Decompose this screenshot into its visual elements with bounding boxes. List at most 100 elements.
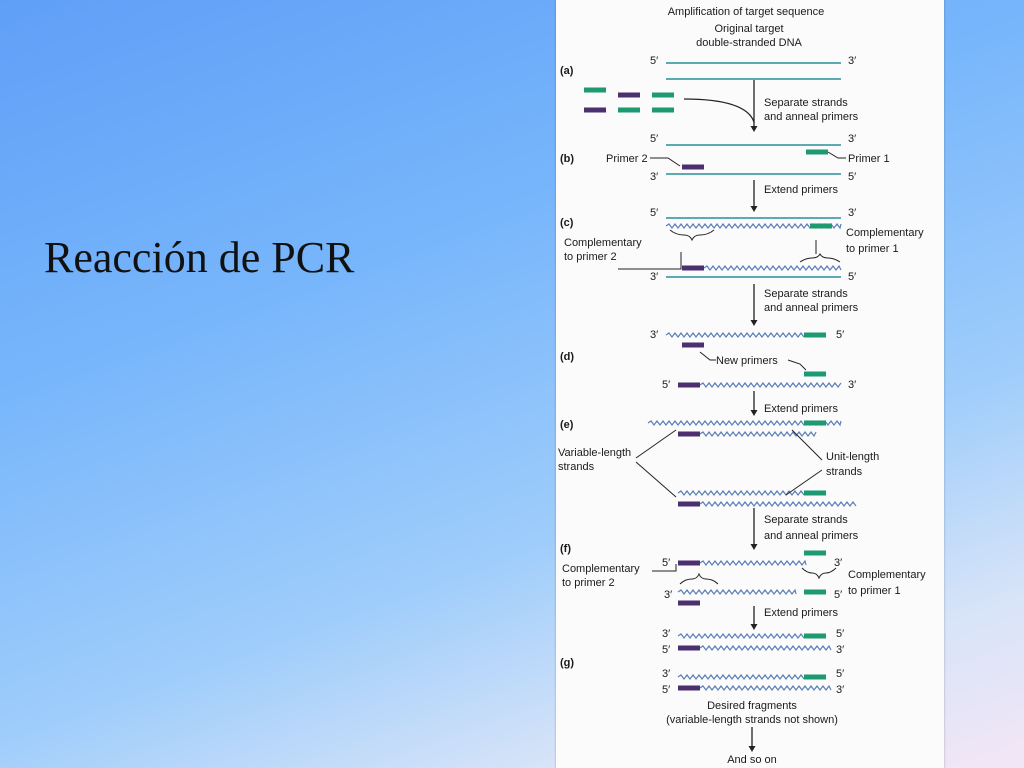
primer-1-block bbox=[804, 589, 826, 595]
end-label: 5′ bbox=[836, 329, 844, 341]
comp-primer2-label-2: to primer 2 bbox=[562, 577, 615, 589]
leader-line bbox=[652, 564, 677, 572]
primer-2-block bbox=[682, 265, 704, 271]
brace bbox=[669, 229, 715, 242]
action-extend: Extend primers bbox=[764, 403, 838, 415]
end-label: 3′ bbox=[848, 133, 856, 145]
end-label: 5′ bbox=[834, 589, 842, 601]
primer-2-block bbox=[682, 342, 704, 348]
comp-primer2-label-2: to primer 2 bbox=[564, 251, 617, 263]
new-strand bbox=[699, 382, 842, 388]
primer-1-block bbox=[804, 420, 826, 426]
figure-title: Amplification of target sequence bbox=[668, 6, 825, 18]
end-label: 5′ bbox=[662, 684, 670, 696]
arrowhead bbox=[750, 126, 758, 132]
primer-1-block bbox=[804, 371, 826, 377]
end-label: 5′ bbox=[650, 55, 658, 67]
leader-lines bbox=[618, 151, 846, 585]
unit-length-label: Unit-length bbox=[826, 451, 879, 463]
desired-fragments-label: Desired fragments bbox=[707, 700, 797, 712]
leader-line bbox=[635, 461, 677, 498]
brace bbox=[799, 252, 841, 263]
end-label: 3′ bbox=[836, 684, 844, 696]
desired-fragments-note: (variable-length strands not shown) bbox=[666, 714, 838, 726]
comp-primer1-label: Complementary bbox=[848, 569, 926, 581]
brace bbox=[679, 572, 719, 585]
unit-length-label-2: strands bbox=[826, 466, 863, 478]
end-label: 5′ bbox=[662, 557, 670, 569]
primer-2-block bbox=[682, 164, 704, 170]
end-label: 5′ bbox=[836, 628, 844, 640]
comp-primer2-label: Complementary bbox=[564, 237, 642, 249]
primer-1-block bbox=[804, 633, 826, 639]
leader-line bbox=[618, 252, 682, 270]
end-label: 3′ bbox=[848, 207, 856, 219]
primer-2-block bbox=[584, 107, 606, 113]
new-strand bbox=[677, 674, 805, 680]
primer-2-block bbox=[678, 685, 700, 691]
new-primers-label: New primers bbox=[716, 355, 778, 367]
end-label: 5′ bbox=[662, 379, 670, 391]
primer-2-block bbox=[678, 645, 700, 651]
end-label: 5′ bbox=[662, 644, 670, 656]
end-label: 3′ bbox=[662, 628, 670, 640]
new-strand bbox=[677, 633, 805, 639]
pcr-diagram: Amplification of target sequence Origina… bbox=[558, 6, 926, 766]
arrowhead bbox=[750, 544, 758, 550]
variable-length-label: Variable-length bbox=[558, 447, 631, 459]
leader-line bbox=[785, 469, 823, 496]
action-separate-2: and anneal primers bbox=[764, 530, 859, 542]
step-c-label: (c) bbox=[560, 217, 574, 229]
comp-primer2-label: Complementary bbox=[562, 563, 640, 575]
primer-1-block bbox=[652, 92, 674, 98]
arrowhead bbox=[750, 320, 758, 326]
comp-primer1-label: Complementary bbox=[846, 227, 924, 239]
action-separate: Separate strands bbox=[764, 97, 848, 109]
arrowhead bbox=[748, 746, 756, 752]
end-label: 5′ bbox=[848, 271, 856, 283]
primer-1-block bbox=[804, 674, 826, 680]
new-strand bbox=[699, 684, 832, 691]
end-label: 5′ bbox=[848, 171, 856, 183]
step-e-label: (e) bbox=[560, 419, 574, 431]
primer-2-block bbox=[678, 501, 700, 507]
new-strand bbox=[699, 431, 817, 438]
primer-1-block bbox=[804, 332, 826, 338]
comp-primer1-label-2: to primer 1 bbox=[846, 243, 899, 255]
brace bbox=[801, 567, 837, 580]
step-b-label: (b) bbox=[560, 153, 574, 165]
primer-1-block bbox=[810, 223, 832, 229]
primer-1-block bbox=[584, 87, 606, 93]
end-label: 3′ bbox=[650, 271, 658, 283]
step-f-label: (f) bbox=[560, 543, 571, 555]
action-separate: Separate strands bbox=[764, 288, 848, 300]
action-separate-2: and anneal primers bbox=[764, 111, 859, 123]
pcr-figure: Amplification of target sequence Origina… bbox=[556, 0, 944, 768]
primer-1-block bbox=[804, 490, 826, 496]
end-label: 3′ bbox=[650, 171, 658, 183]
primer-1-label: Primer 1 bbox=[848, 153, 890, 165]
primer-2-label: Primer 2 bbox=[606, 153, 648, 165]
step-a-label: (a) bbox=[560, 65, 574, 77]
end-label: 3′ bbox=[848, 55, 856, 67]
primer-1-block bbox=[652, 107, 674, 113]
arrowhead bbox=[750, 206, 758, 212]
variable-length-label-2: strands bbox=[558, 461, 595, 473]
primer-2-block bbox=[678, 431, 700, 437]
end-label: 3′ bbox=[650, 329, 658, 341]
end-label: 3′ bbox=[664, 589, 672, 601]
comp-primer1-label-2: to primer 1 bbox=[848, 585, 901, 597]
leader-line bbox=[650, 157, 681, 167]
end-label: 3′ bbox=[834, 557, 842, 569]
and-so-on-label: And so on bbox=[727, 754, 777, 766]
step-d-label: (d) bbox=[560, 351, 574, 363]
arrowhead bbox=[750, 410, 758, 416]
arrowhead bbox=[750, 624, 758, 630]
new-strand bbox=[699, 559, 807, 566]
end-label: 3′ bbox=[662, 668, 670, 680]
dna-strands bbox=[584, 62, 857, 691]
leader-line bbox=[635, 429, 677, 459]
leader-line bbox=[787, 359, 807, 371]
primer-2-block bbox=[678, 382, 700, 388]
end-label: 3′ bbox=[836, 644, 844, 656]
